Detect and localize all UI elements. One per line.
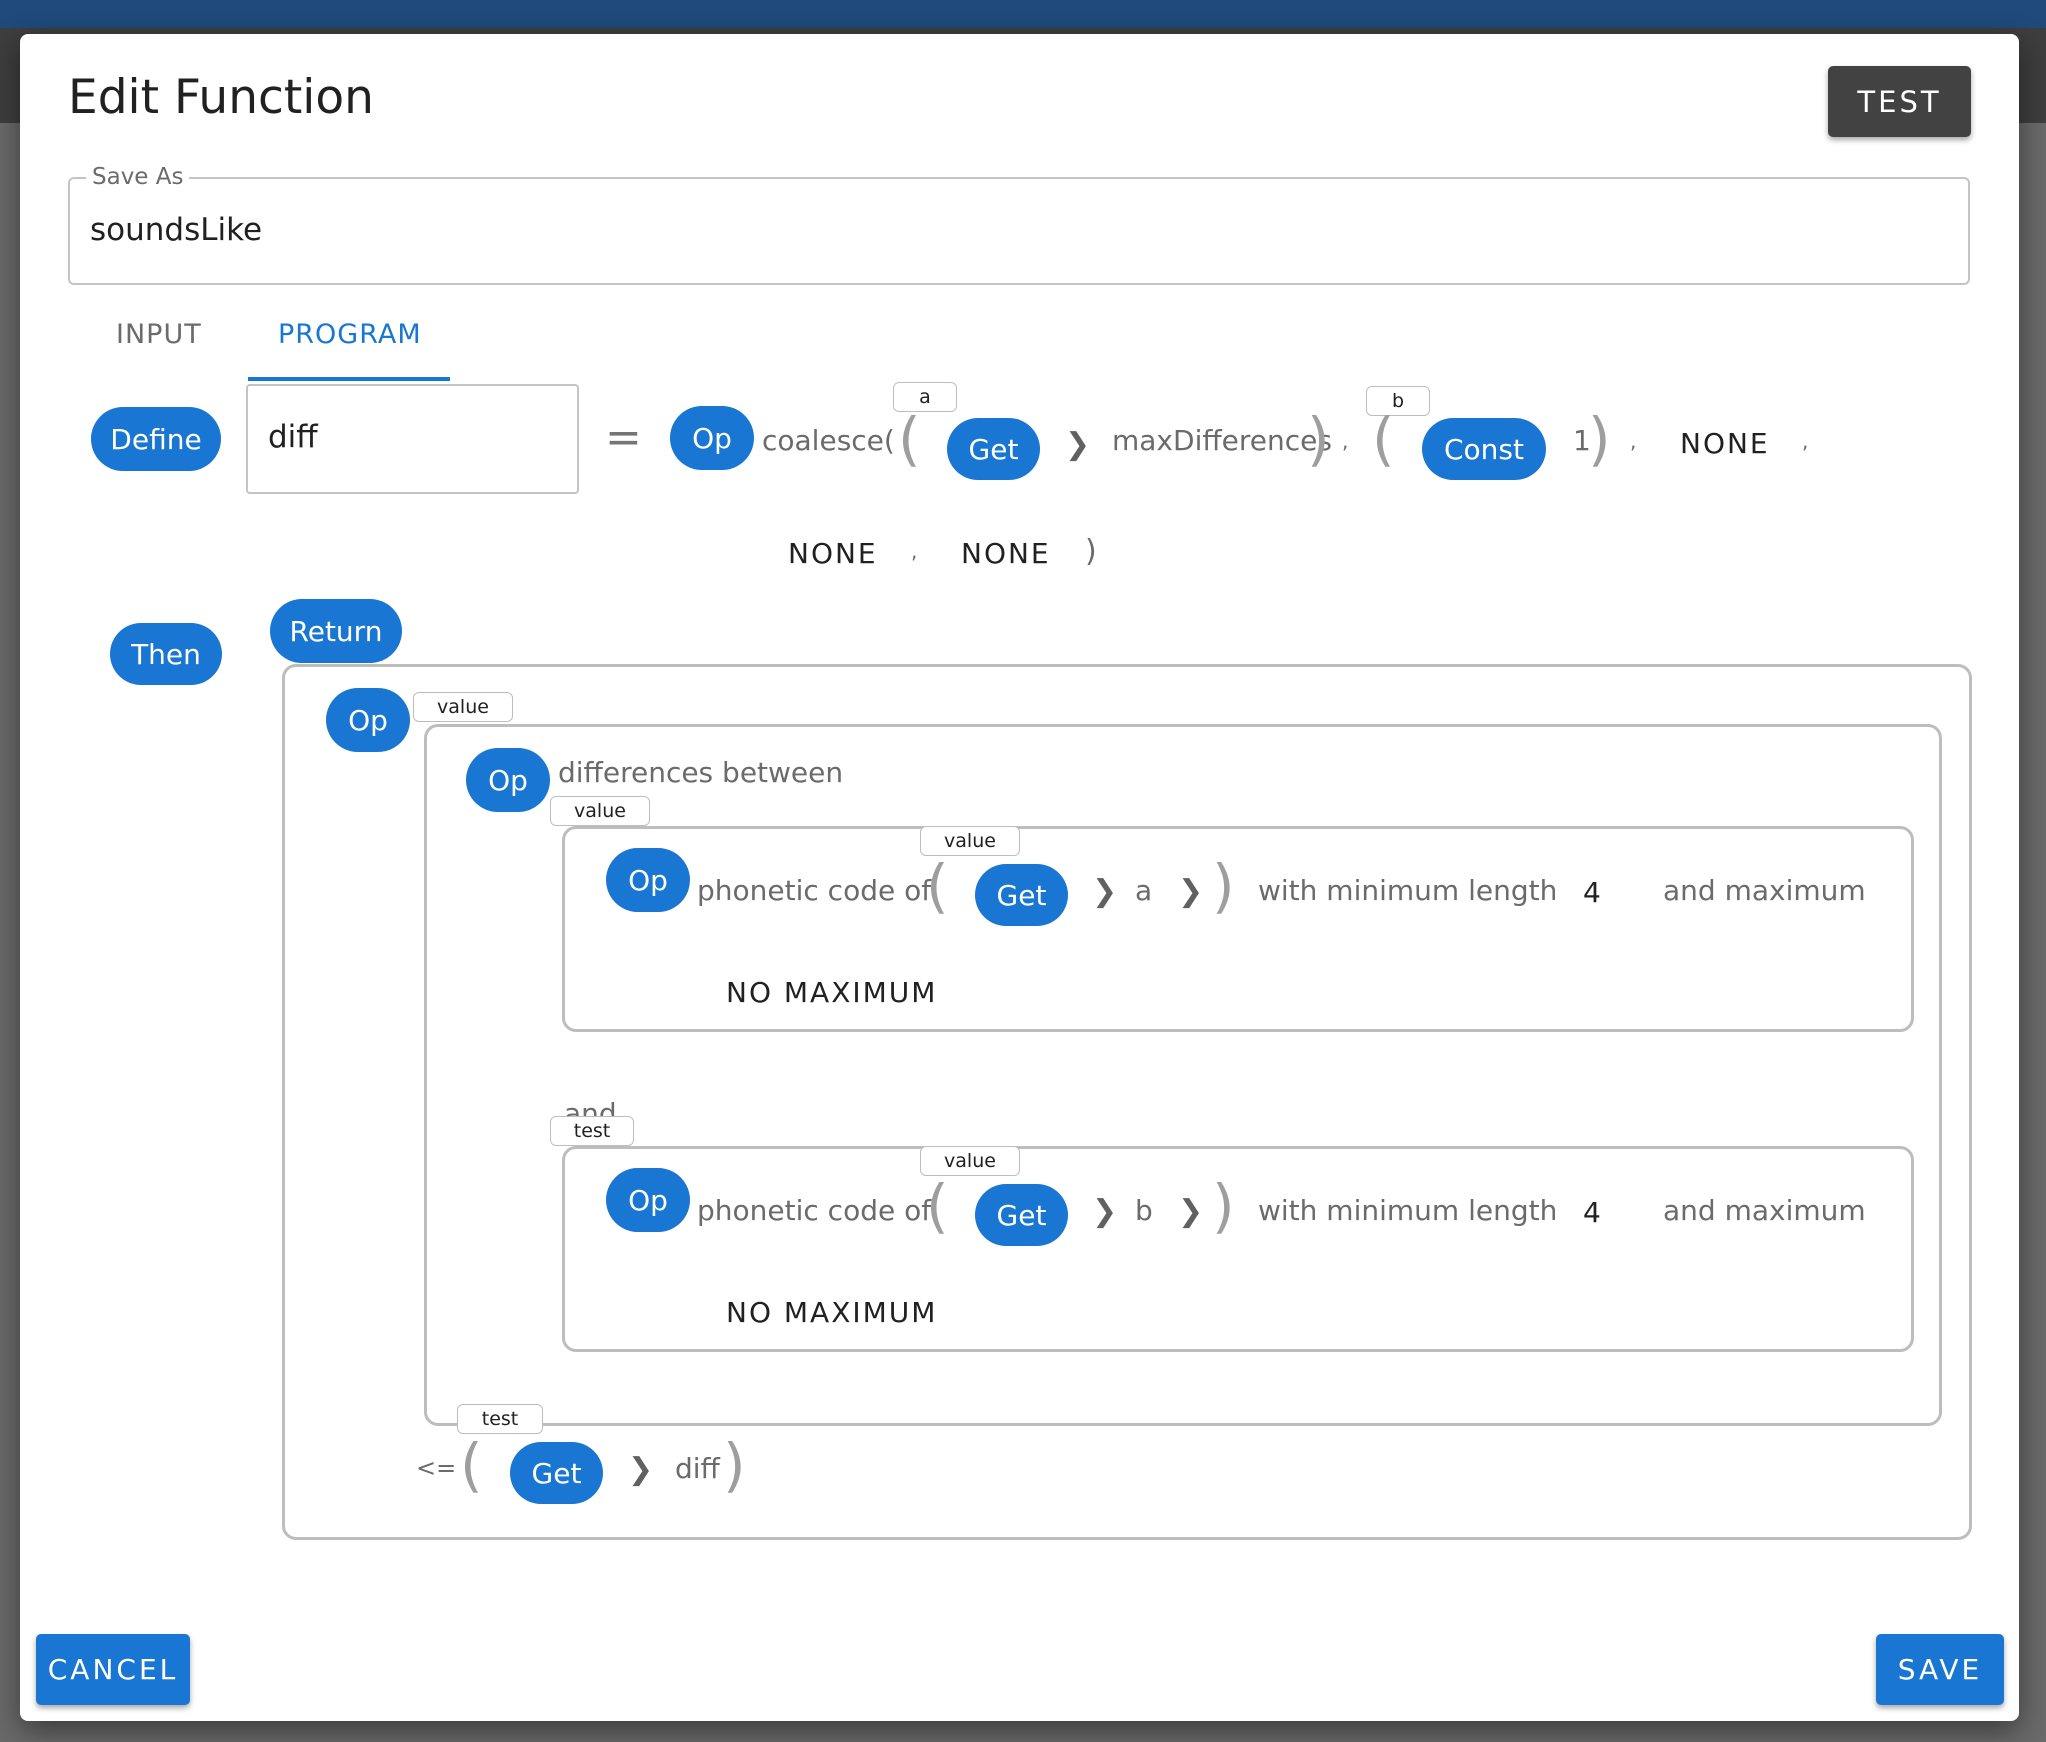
- dialog-title: Edit Function: [68, 70, 374, 125]
- and-maximum-text: and maximum: [1663, 1194, 1866, 1227]
- define-variable-value[interactable]: diff: [268, 419, 318, 455]
- close-paren: ): [723, 1431, 746, 1499]
- param-tag-value: value: [550, 796, 650, 826]
- phonetic-a-group: [562, 826, 1914, 1032]
- no-maximum-value[interactable]: NO MAXIMUM: [726, 976, 938, 1009]
- none-value-2[interactable]: NONE: [788, 537, 878, 570]
- save-as-field[interactable]: [68, 177, 1970, 285]
- param-tag-test: test: [550, 1116, 634, 1146]
- get-block-a[interactable]: Get: [975, 864, 1068, 926]
- with-min-length-text: with minimum length: [1258, 1194, 1558, 1227]
- tab-input[interactable]: INPUT: [116, 319, 202, 350]
- phonetic-b-group: [562, 1146, 1914, 1352]
- and-maximum-text: and maximum: [1663, 874, 1866, 907]
- param-tag-test: test: [457, 1404, 543, 1434]
- op-block-lte[interactable]: Op: [326, 688, 410, 752]
- op-block-phonetic-b[interactable]: Op: [606, 1168, 690, 1232]
- close-paren: ): [1212, 1172, 1235, 1240]
- define-variable-input[interactable]: [246, 384, 579, 494]
- max-differences-path: maxDifferences: [1112, 424, 1332, 457]
- chevron-right-icon[interactable]: ❯: [1092, 874, 1118, 909]
- define-block[interactable]: Define: [91, 407, 221, 471]
- app-top-bar: [0, 0, 2046, 28]
- get-block-diff[interactable]: Get: [510, 1442, 603, 1504]
- param-tag-b: b: [1366, 386, 1430, 416]
- none-value-3[interactable]: NONE: [961, 537, 1051, 570]
- min-length-value[interactable]: 4: [1583, 876, 1603, 909]
- save-as-value[interactable]: soundsLike: [90, 212, 263, 248]
- get-block-maxdiff[interactable]: Get: [947, 418, 1040, 480]
- var-diff: diff: [675, 1452, 720, 1485]
- var-a: a: [1135, 874, 1153, 907]
- close-paren: ): [1212, 852, 1235, 920]
- min-length-value[interactable]: 4: [1583, 1196, 1603, 1229]
- param-tag-value: value: [920, 826, 1020, 856]
- param-tag-value: value: [413, 692, 513, 722]
- return-expression-group: [282, 664, 1972, 1540]
- save-button[interactable]: SAVE: [1876, 1634, 2004, 1705]
- test-button[interactable]: TEST: [1828, 66, 1971, 137]
- open-paren: (: [926, 1172, 949, 1240]
- lte-operator: <=: [416, 1454, 457, 1482]
- return-block[interactable]: Return: [270, 599, 402, 663]
- chevron-right-icon[interactable]: ❯: [1178, 874, 1204, 909]
- tab-active-indicator: [248, 377, 450, 381]
- differences-group: [424, 724, 1942, 1426]
- cancel-button[interactable]: CANCEL: [36, 1634, 190, 1705]
- open-paren: (: [1372, 405, 1395, 473]
- close-paren: ): [1307, 405, 1330, 473]
- save-as-label: Save As: [86, 164, 190, 190]
- open-paren: (: [926, 852, 949, 920]
- param-tag-value: value: [920, 1146, 1020, 1176]
- const-block[interactable]: Const: [1422, 418, 1546, 480]
- const-value[interactable]: 1: [1573, 424, 1591, 457]
- comma-separator: ,: [1342, 429, 1349, 453]
- with-min-length-text: with minimum length: [1258, 874, 1558, 907]
- equals-sign: =: [605, 412, 642, 463]
- op-block-differences[interactable]: Op: [466, 748, 550, 812]
- coalesce-text: coalesce(: [762, 424, 895, 457]
- phonetic-code-of-text: phonetic code of: [697, 1194, 932, 1227]
- comma-separator: ,: [1802, 429, 1809, 453]
- comma-separator: ,: [911, 539, 918, 563]
- then-block[interactable]: Then: [110, 623, 222, 685]
- edit-function-dialog: Edit Function TEST Save As soundsLike IN…: [20, 34, 2019, 1721]
- op-block-phonetic-a[interactable]: Op: [606, 848, 690, 912]
- chevron-right-icon[interactable]: ❯: [1092, 1194, 1118, 1229]
- close-paren: ): [1588, 405, 1611, 473]
- chevron-right-icon[interactable]: ❯: [628, 1452, 654, 1487]
- get-block-b[interactable]: Get: [975, 1184, 1068, 1246]
- param-tag-a: a: [893, 382, 957, 412]
- op-block-coalesce[interactable]: Op: [670, 406, 754, 470]
- no-maximum-value[interactable]: NO MAXIMUM: [726, 1296, 938, 1329]
- var-b: b: [1135, 1194, 1153, 1227]
- chevron-right-icon[interactable]: ❯: [1065, 427, 1091, 462]
- coalesce-close-paren: ): [1085, 534, 1097, 569]
- open-paren: (: [898, 405, 921, 473]
- differences-between-text: differences between: [558, 756, 844, 789]
- none-value-1[interactable]: NONE: [1680, 427, 1770, 460]
- comma-separator: ,: [1630, 429, 1637, 453]
- chevron-right-icon[interactable]: ❯: [1178, 1194, 1204, 1229]
- open-paren: (: [460, 1431, 483, 1499]
- phonetic-code-of-text: phonetic code of: [697, 874, 932, 907]
- tab-program[interactable]: PROGRAM: [278, 319, 422, 350]
